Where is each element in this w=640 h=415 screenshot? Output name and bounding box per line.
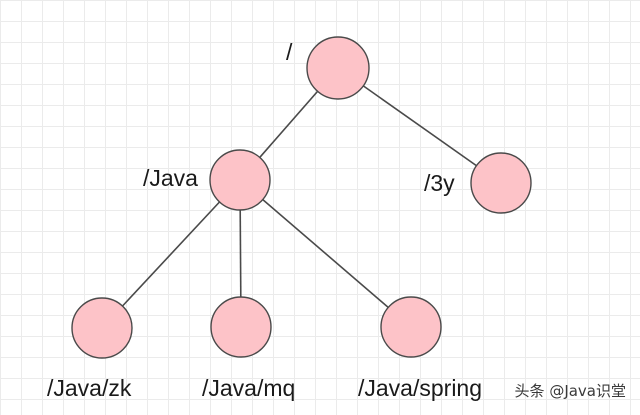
node-mq <box>210 296 272 358</box>
node-root <box>306 36 370 100</box>
node-label-zk: /Java/zk <box>47 375 132 401</box>
labels-layer: / /Java/3y/Java/zk/Java/mq/Java/spring <box>47 39 482 401</box>
node-label-java: /Java <box>143 165 198 191</box>
edges-layer <box>101 67 502 329</box>
edge-java-spring <box>239 179 412 328</box>
node-spring <box>380 296 442 358</box>
node-label-root: / <box>286 39 293 65</box>
nodes-layer <box>71 36 532 359</box>
node-label-spring: /Java/spring <box>358 375 482 401</box>
node-label-mq: /Java/mq <box>202 375 295 401</box>
node-3y <box>470 152 532 214</box>
node-zk <box>71 297 133 359</box>
edge-java-zk <box>101 179 241 329</box>
node-label-3y: /3y <box>424 170 455 196</box>
watermark: 头条 @Java识堂 <box>514 382 626 400</box>
node-java <box>209 149 271 211</box>
edge-root-3y <box>337 67 502 184</box>
